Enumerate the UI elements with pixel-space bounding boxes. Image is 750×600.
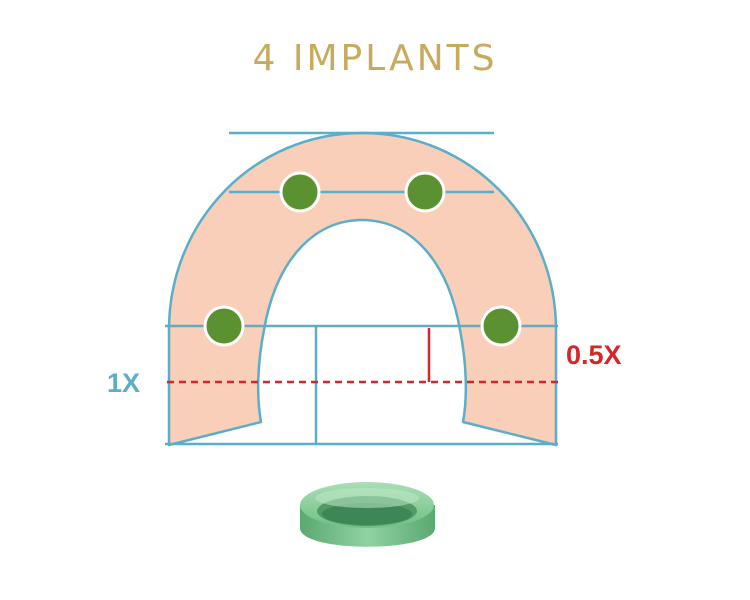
- label-1x: 1X: [107, 368, 140, 398]
- implant-anterior-right: [404, 171, 446, 213]
- implant-anterior-left: [279, 171, 321, 213]
- dental-arch: [167, 131, 558, 447]
- label-0-5x: 0.5X: [566, 340, 622, 370]
- implant-posterior-right: [480, 305, 522, 347]
- diagram-title: 4 IMPLANTS: [252, 38, 498, 79]
- attachment-ring: [300, 482, 435, 547]
- implant-posterior-left: [203, 305, 245, 347]
